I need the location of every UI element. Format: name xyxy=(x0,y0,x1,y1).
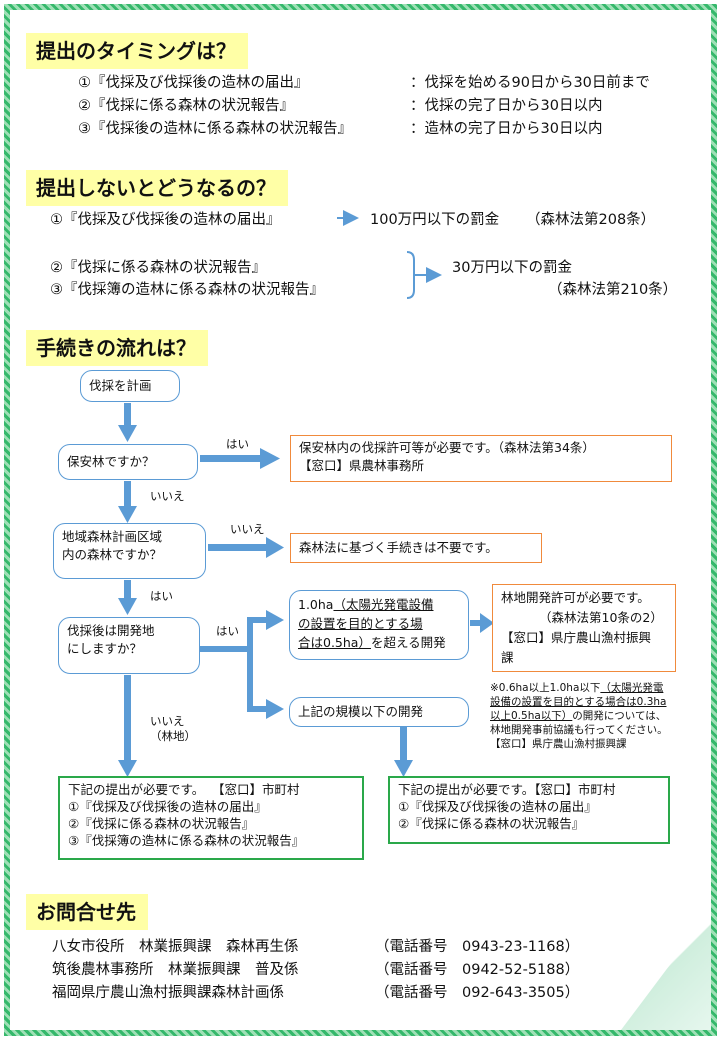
flow-dev-large-cond3: 合は0.5ha） xyxy=(298,635,371,650)
flow-submit-left-window: 【窓口】市町村 xyxy=(218,782,300,797)
flow-q1-no: いいえ xyxy=(150,489,185,503)
flow-q1-yes: はい xyxy=(226,437,249,451)
flow-dev-small-label: 上記の規模以下の開発 xyxy=(298,704,424,719)
flow-note-line2: 設備の設置を目的とする場合は0.3ha xyxy=(490,696,667,708)
flow-q1-box: 保安林ですか？ xyxy=(58,444,198,480)
flow-heading: 手続きの流れは？ xyxy=(26,330,208,366)
flow-submit-left-item: ②『伐採に係る森林の状況報告』 xyxy=(68,816,255,831)
flow-note-line3b: の開発については、 xyxy=(572,710,667,722)
flow-q3-yes: はい xyxy=(216,624,239,638)
flow-dev-permit-line2: （森林法第10条の2） xyxy=(539,610,663,625)
flow-q2-line1: 地域森林計画区域 xyxy=(62,529,163,544)
flow-q2-result-box: 森林法に基づく手続きは不要です。 xyxy=(290,533,542,563)
flow-q1-label: 保安林ですか？ xyxy=(67,454,155,469)
penalty-item-2: ②『伐採に係る森林の状況報告』 xyxy=(50,260,266,276)
flow-submit-right-head: 下記の提出が必要です。【窓口】市町村 xyxy=(398,782,616,797)
timing-detail-2: ：伐採の完了日から30日以内 xyxy=(410,98,603,114)
flow-thick-arrows xyxy=(118,403,494,777)
flow-q2-result-label: 森林法に基づく手続きは不要です。 xyxy=(299,540,498,555)
timing-heading: 提出のタイミングは？ xyxy=(26,33,248,69)
flow-dev-permit-line4: 課 xyxy=(501,650,514,665)
flow-note: ※0.6ha以上1.0ha以下（太陽光発電 設備の設置を目的とする場合は0.3h… xyxy=(490,681,668,751)
flow-note-line3u: 以上0.5ha以下） xyxy=(490,710,573,722)
timing-detail-3: ：造林の完了日から30日以内 xyxy=(410,121,603,137)
contact-org-3: 福岡県庁農山漁村振興課森林計画係 xyxy=(52,985,284,1001)
timing-item-1: ①『伐採及び伐採後の造林の届出』 xyxy=(78,75,309,91)
contact-phone-3: （電話番号 092-643-3505） xyxy=(375,985,580,1001)
flow-plan-box: 伐採を計画 xyxy=(80,370,180,402)
flow-q2-yes: はい xyxy=(150,589,173,603)
flow-submit-right-item: ②『伐採に係る森林の状況報告』 xyxy=(398,816,585,831)
flow-q1-result-line1: 保安林内の伐採許可等が必要です。（森林法第34条） xyxy=(299,440,595,455)
flow-dev-permit-box: 林地開発許可が必要です。 （森林法第10条の2） 【窓口】県庁農山漁村振興 課 xyxy=(492,584,676,672)
flow-dev-permit-line1: 林地開発許可が必要です。 xyxy=(501,590,650,605)
flow-submit-left-item: ③『伐採簿の造林に係る森林の状況報告』 xyxy=(68,833,305,848)
flow-submit-left-item: ①『伐採及び伐採後の造林の届出』 xyxy=(68,799,267,814)
flow-dev-large-prefix: 1.0ha xyxy=(298,597,334,612)
penalty-item-1: ①『伐採及び伐採後の造林の届出』 xyxy=(50,212,281,228)
flow-dev-large-box: 1.0ha（太陽光発電設備 の設置を目的とする場 合は0.5ha）を超える開発 xyxy=(289,590,469,660)
flow-submit-right-item: ①『伐採及び伐採後の造林の届出』 xyxy=(398,799,597,814)
contact-heading: お問合せ先 xyxy=(26,894,148,930)
timing-detail-1: ：伐採を始める90日から30日前まで xyxy=(410,75,650,91)
flow-note-line1a: ※0.6ha以上1.0ha以下 xyxy=(490,682,601,694)
flow-q3-line2: にしますか？ xyxy=(67,641,143,656)
flow-note-line4: 林地開発事前協議も行ってください。 xyxy=(490,724,668,736)
flow-q3-no-line1: いいえ xyxy=(150,714,185,728)
flow-q1-result-line2: 【窓口】県農林事務所 xyxy=(299,458,425,473)
flow-q3-line1: 伐採後は開発地 xyxy=(67,623,155,638)
flow-q3-no-line2: （林地） xyxy=(150,729,196,743)
flow-plan-label: 伐採を計画 xyxy=(89,378,152,393)
flow-q2-no: いいえ xyxy=(230,522,265,536)
contact-org-2: 筑後農林事務所 林業振興課 普及係 xyxy=(52,962,299,978)
flow-q1-result-box: 保安林内の伐採許可等が必要です。（森林法第34条） 【窓口】県農林事務所 xyxy=(290,435,672,482)
flow-dev-permit-line3: 【窓口】県庁農山漁村振興 xyxy=(501,630,652,645)
flow-note-line1u: （太陽光発電 xyxy=(600,682,664,694)
penalty-law-1: （森林法第208条） xyxy=(526,212,656,228)
flow-q2-box: 地域森林計画区域 内の森林ですか？ xyxy=(53,523,206,579)
flow-dev-large-suffix: を超える開発 xyxy=(370,635,446,650)
flow-dev-large-cond1: （太陽光発電設備 xyxy=(333,597,434,612)
flow-submit-left-box: 下記の提出が必要です。【窓口】市町村 ①『伐採及び伐採後の造林の届出』 ②『伐採… xyxy=(58,776,364,860)
contact-org-1: 八女市役所 林業振興課 森林再生係 xyxy=(52,939,299,955)
flow-q3-box: 伐採後は開発地 にしますか？ xyxy=(58,617,200,674)
penalty-bracket xyxy=(406,251,415,299)
flow-submit-left-head: 下記の提出が必要です。 xyxy=(68,782,205,797)
timing-item-2: ②『伐採に係る森林の状況報告』 xyxy=(78,98,294,114)
penalty-item-3: ③『伐採簿の造林に係る森林の状況報告』 xyxy=(50,282,324,298)
timing-item-3: ③『伐採後の造林に係る森林の状況報告』 xyxy=(78,121,352,137)
flow-q2-line2: 内の森林ですか？ xyxy=(62,547,163,562)
flow-dev-small-box: 上記の規模以下の開発 xyxy=(289,697,469,727)
penalty-fine-23: 30万円以下の罰金 xyxy=(452,260,572,276)
flow-dev-large-cond2: の設置を目的とする場 xyxy=(298,616,423,631)
contact-phone-2: （電話番号 0942-52-5188） xyxy=(375,962,580,978)
flow-note-line5: 【窓口】県庁農山漁村振興課 xyxy=(490,738,627,750)
penalty-law-23: （森林法第210条） xyxy=(548,282,678,298)
contact-phone-1: （電話番号 0943-23-1168） xyxy=(375,939,580,955)
penalty-fine-1: 100万円以下の罰金 xyxy=(370,212,500,228)
penalty-heading: 提出しないとどうなるの？ xyxy=(26,170,288,206)
flow-submit-right-box: 下記の提出が必要です。【窓口】市町村 ①『伐採及び伐採後の造林の届出』 ②『伐採… xyxy=(388,776,670,844)
